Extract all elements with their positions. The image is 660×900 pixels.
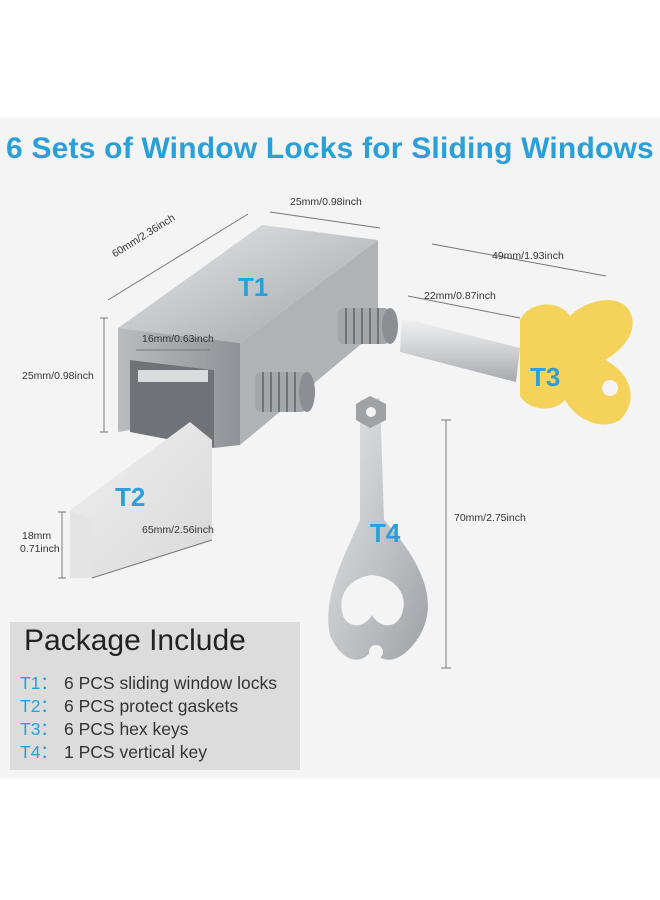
package-item: T1： 6 PCS sliding window locks — [20, 670, 277, 695]
package-item-text: 6 PCS protect gaskets — [64, 696, 239, 716]
label-t3: T3 — [530, 362, 561, 392]
dim-t2-height-mm: 18mm — [22, 530, 52, 542]
package-item-code: T2： — [20, 696, 58, 716]
dim-t1-slot: 16mm/0.63inch — [142, 333, 214, 345]
package-item: T3： 6 PCS hex keys — [20, 716, 189, 741]
label-t4: T4 — [370, 518, 401, 548]
label-t1: T1 — [238, 272, 269, 302]
hex-key-t3 — [400, 300, 633, 425]
package-item-text: 1 PCS vertical key — [64, 742, 207, 762]
package-item-code: T4： — [20, 742, 58, 762]
dim-t2-length: 65mm/2.56inch — [142, 524, 214, 536]
screw-icon — [255, 372, 315, 412]
screw-icon — [338, 308, 398, 344]
t1-dimension-lines — [100, 211, 381, 433]
package-item: T2： 6 PCS protect gaskets — [20, 693, 238, 718]
dim-t2-height-inch: 0.71inch — [20, 543, 60, 555]
package-item-code: T1： — [20, 673, 58, 693]
t3-dimension-lines — [407, 243, 607, 319]
t4-dimension-lines — [441, 419, 451, 669]
gasket-t2 — [58, 422, 213, 579]
page-title: 6 Sets of Window Locks for Sliding Windo… — [6, 132, 654, 165]
dim-t3-total: 49mm/1.93inch — [492, 250, 564, 262]
package-item-text: 6 PCS hex keys — [64, 719, 189, 739]
package-item-text: 6 PCS sliding window locks — [64, 673, 278, 693]
dim-t1-height: 25mm/0.98inch — [22, 370, 94, 382]
dim-t3-shaft: 22mm/0.87inch — [424, 290, 496, 302]
package-title: Package Include — [24, 624, 246, 657]
dim-t4-length: 70mm/2.75inch — [454, 512, 526, 524]
dim-t1-width: 25mm/0.98inch — [290, 196, 362, 208]
package-item-code: T3： — [20, 719, 58, 739]
package-include-box: Package Include T1： 6 PCS sliding window … — [10, 622, 300, 770]
label-t2: T2 — [115, 482, 146, 512]
package-item: T4： 1 PCS vertical key — [20, 739, 207, 764]
vertical-key-t4 — [328, 396, 428, 660]
